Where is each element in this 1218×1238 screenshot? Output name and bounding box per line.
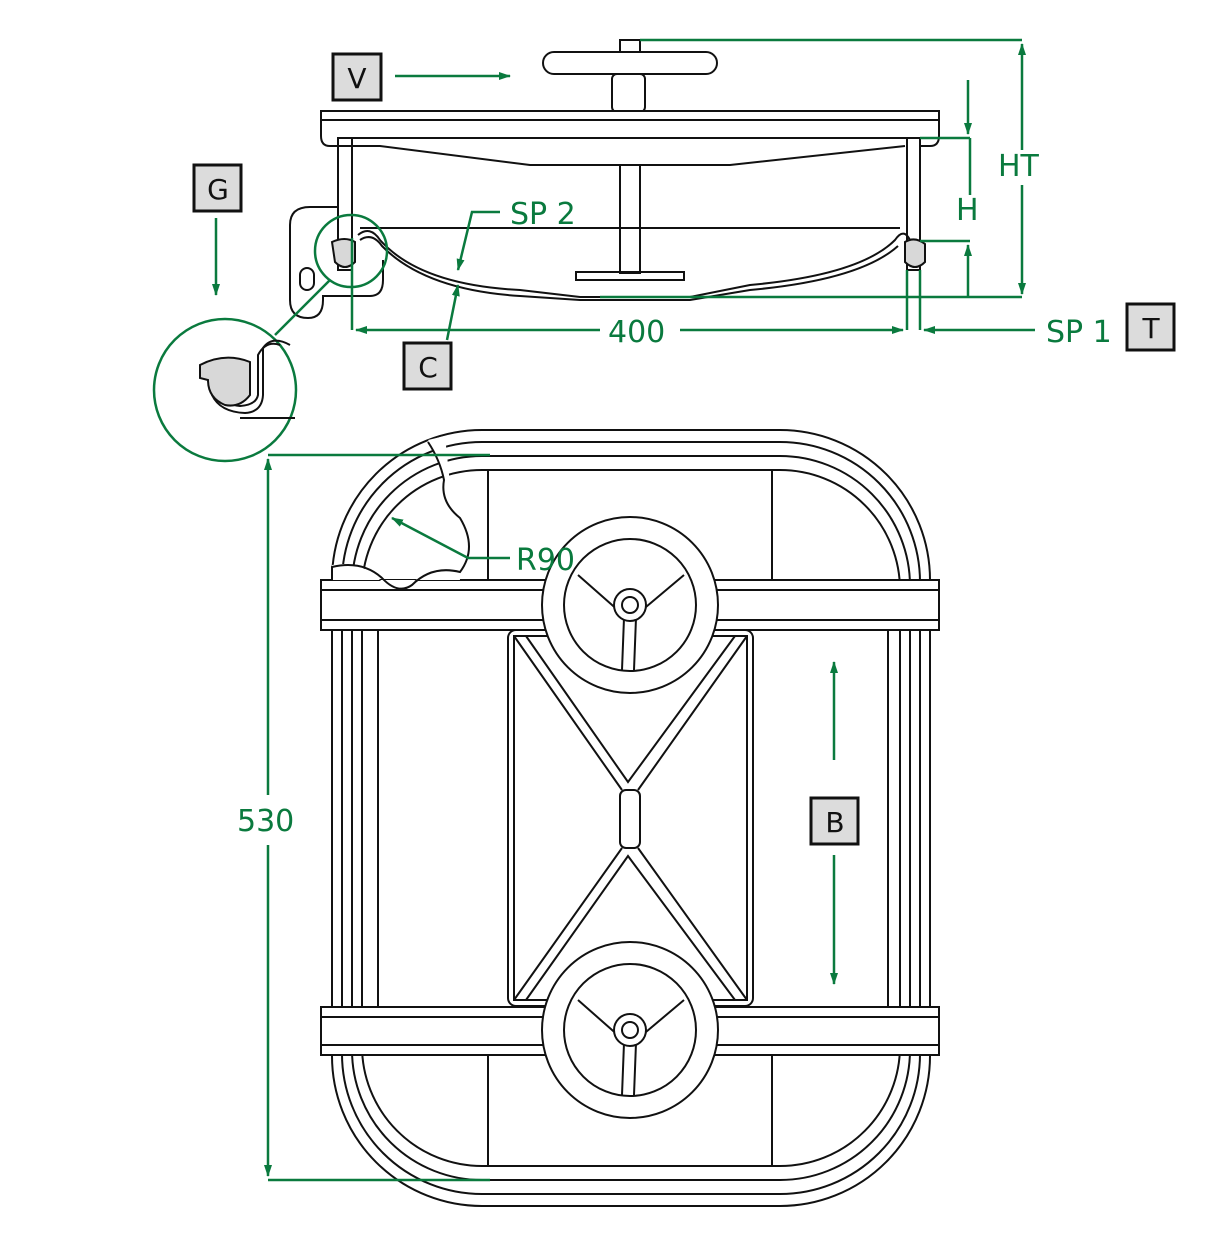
bracket: [289, 206, 384, 320]
leg-right: [906, 137, 921, 271]
lid-bar: [320, 110, 940, 147]
dim-400: 400: [608, 315, 665, 350]
svg-text:C: C: [418, 351, 438, 384]
side-dimensions: HT H 400 SP 1 SP 2: [152, 38, 1112, 463]
dish: [357, 230, 913, 298]
dim-sp2: SP 2: [510, 197, 576, 232]
dim-h: H: [956, 193, 979, 228]
dim-sp1: SP 1: [1046, 315, 1112, 350]
svg-text:B: B: [825, 806, 844, 839]
handwheel-top: [541, 516, 719, 694]
detail-circle: [152, 317, 298, 463]
detail-marker: [313, 213, 389, 289]
label-v: V: [331, 52, 383, 102]
label-g: G: [192, 163, 243, 213]
dim-530: 530: [237, 804, 294, 839]
plan-view: [320, 429, 940, 1207]
svg-text:G: G: [207, 173, 229, 206]
side-view: [289, 39, 940, 320]
svg-text:V: V: [347, 62, 366, 95]
nut: [611, 73, 646, 113]
dim-r90: R90: [516, 543, 575, 578]
label-t: T: [1125, 302, 1176, 352]
leg-left: [337, 137, 353, 271]
gasket-detail: [199, 339, 295, 419]
svg-text:T: T: [1141, 312, 1160, 345]
spindle: [619, 164, 641, 274]
label-c: C: [402, 341, 453, 391]
label-b: B: [809, 796, 860, 846]
dim-ht: HT: [998, 149, 1040, 184]
plan-dimensions: 530 R90: [237, 453, 838, 1182]
handwheel-side: [542, 51, 718, 75]
handwheel-bottom: [541, 941, 719, 1119]
